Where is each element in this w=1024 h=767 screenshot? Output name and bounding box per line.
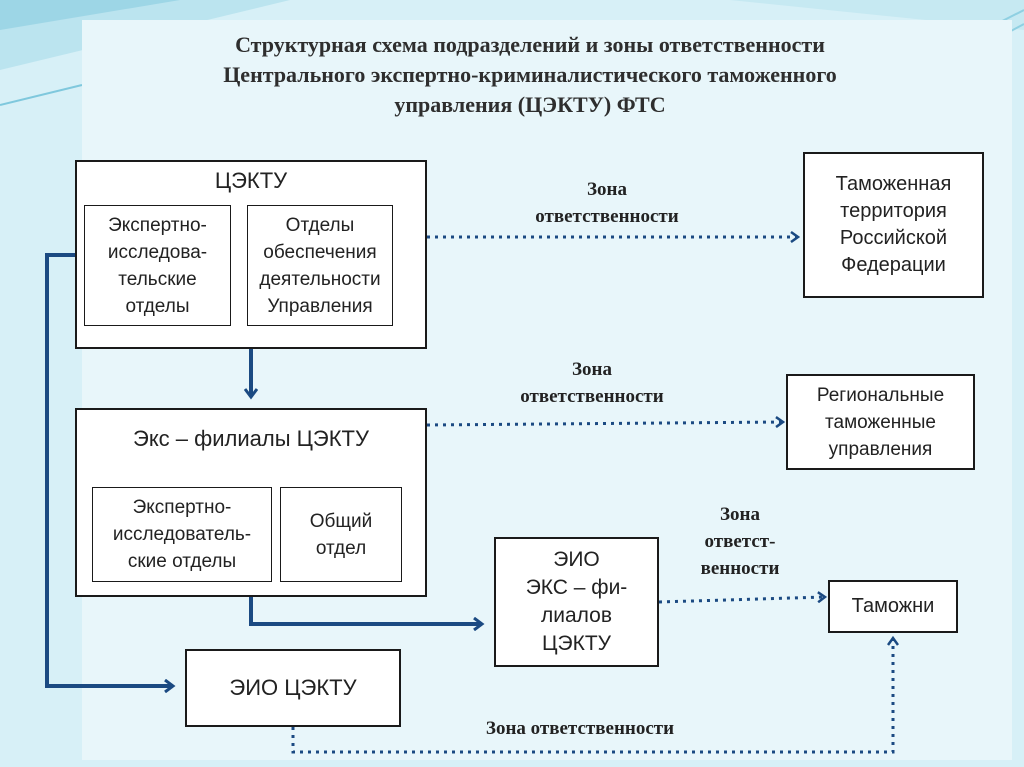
text-line: Отделы <box>285 214 355 236</box>
customs-territory-box: Таможенная территория Российской Федерац… <box>803 152 984 298</box>
tsektu-box: ЦЭКТУ Экспертно- исследова- тельские отд… <box>75 160 427 349</box>
zone-label-3: Зона ответст- венности <box>670 501 810 582</box>
text-line: ответственности <box>520 386 664 407</box>
text-line: Федерации <box>841 254 946 276</box>
text-line: обеспечения <box>263 241 377 263</box>
text-line: ЦЭКТУ <box>541 632 611 655</box>
text-line: Экспертно- <box>132 497 232 518</box>
tsektu-support-depts: Отделы обеспечения деятельности Управлен… <box>247 205 393 326</box>
zone-arrow-3 <box>658 597 825 604</box>
zone-label-4: Зона ответственности <box>440 715 720 742</box>
arrow-branches-to-eio-branches <box>249 597 482 624</box>
text-line: Таможенная <box>835 173 952 195</box>
text-line: территория <box>840 200 947 222</box>
text-line: Зона <box>572 359 612 380</box>
text-line: Зона <box>720 504 760 525</box>
text-line: ЭКС – фи- <box>525 576 628 599</box>
text-line: таможенные <box>825 411 936 433</box>
text-line: ские отделы <box>127 551 237 572</box>
branches-box: Экс – филиалы ЦЭКТУ Экспертно- исследова… <box>75 408 427 597</box>
branches-general-dept: Общий отдел <box>280 487 402 582</box>
text-line: Российской <box>839 227 948 249</box>
customs-box: Таможни <box>828 580 958 633</box>
arrow-tsektu-to-eio <box>45 253 173 686</box>
text-line: отдел <box>315 537 367 559</box>
text-line: Общий <box>309 510 373 532</box>
eio-tsektu-label: ЭИО ЦЭКТУ <box>229 675 357 700</box>
text-line: исследова- <box>107 241 208 263</box>
tsektu-label: ЦЭКТУ <box>214 168 288 193</box>
text-line: Зона ответственности <box>485 718 675 739</box>
customs-label: Таможни <box>851 595 935 617</box>
decor-stripe-3 <box>0 84 83 106</box>
branches-expert-depts: Экспертно- исследователь- ские отделы <box>92 487 272 582</box>
zone-arrow-4 <box>291 638 893 754</box>
branches-label: Экс – филиалы ЦЭКТУ <box>133 426 369 451</box>
text-line: ответст- <box>704 531 776 552</box>
decor-top-left-2 <box>0 0 180 30</box>
text-line: отделы <box>125 295 190 317</box>
title-line-3: управления (ЦЭКТУ) ФТС <box>394 92 666 117</box>
diagram-title: Структурная схема подразделений и зоны о… <box>110 30 950 120</box>
text-line: Экспертно- <box>108 214 207 236</box>
eio-branches-box: ЭИО ЭКС – фи- лиалов ЦЭКТУ <box>494 537 659 667</box>
zone-label-1: Зона ответственности <box>497 176 717 230</box>
text-line: венности <box>700 558 780 579</box>
regional-customs-box: Региональные таможенные управления <box>786 374 975 470</box>
text-line: Региональные <box>816 384 945 406</box>
text-line: управления <box>828 438 933 460</box>
text-line: лиалов <box>540 604 612 627</box>
tsektu-expert-depts: Экспертно- исследова- тельские отделы <box>84 205 231 326</box>
title-line-2: Центрального экспертно-криминалистическо… <box>223 62 837 87</box>
eio-tsektu-box: ЭИО ЦЭКТУ <box>185 649 401 727</box>
text-line: деятельности <box>259 268 381 290</box>
text-line: Зона <box>587 179 627 200</box>
title-line-1: Структурная схема подразделений и зоны о… <box>235 32 825 57</box>
text-line: ЭИО <box>553 548 600 571</box>
text-line: ответственности <box>535 206 679 227</box>
text-line: тельские <box>118 268 197 290</box>
zone-label-2: Зона ответственности <box>482 356 702 410</box>
zone-arrow-2 <box>426 422 783 425</box>
text-line: Управления <box>267 295 373 317</box>
text-line: исследователь- <box>112 524 252 545</box>
